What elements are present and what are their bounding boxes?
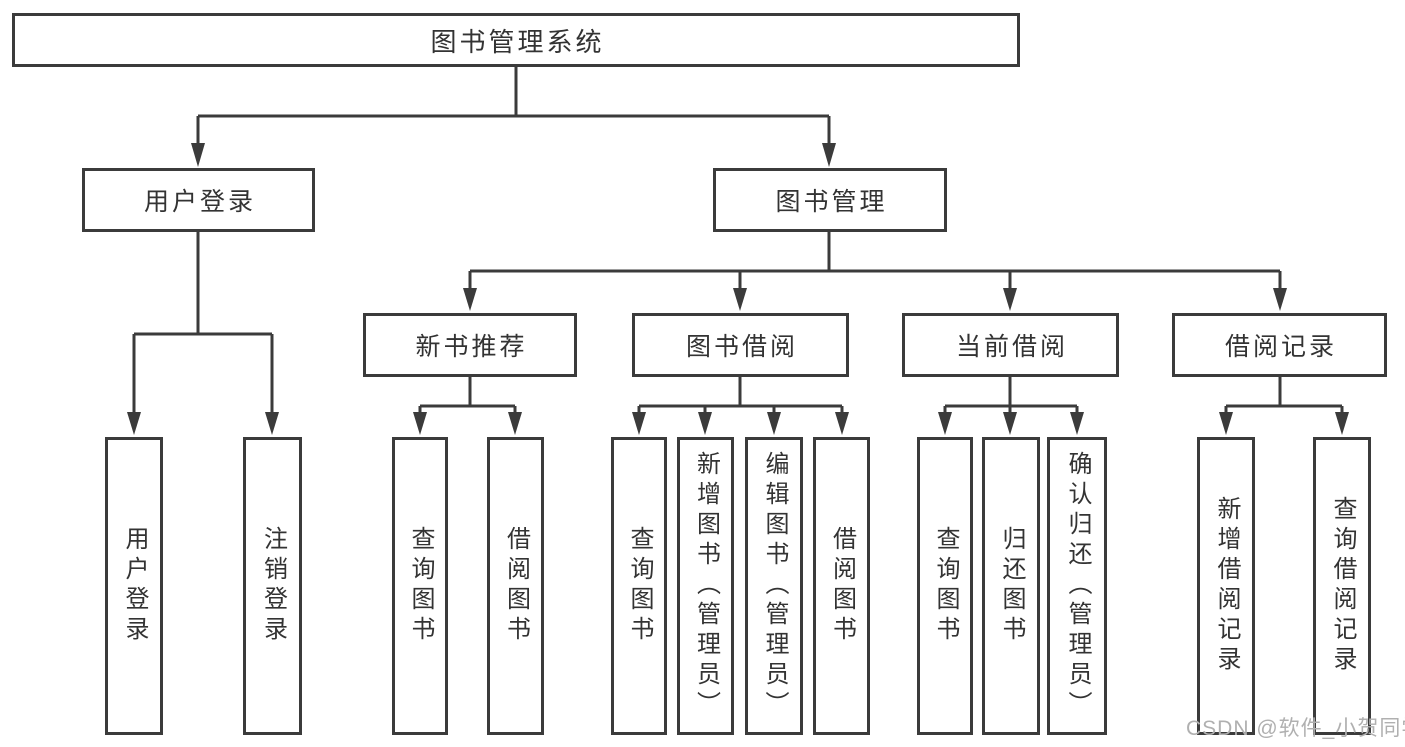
leaf-bb-borrow-books-label: 借阅图书 [828,526,856,646]
leaf-nr-borrow-books-label: 借阅图书 [502,526,530,646]
node-current-borrow: 当前借阅 [902,313,1119,377]
leaf-user-login-label: 用户登录 [121,526,148,646]
node-user-login: 用户登录 [82,168,315,232]
leaf-cb-query-books-label: 查询图书 [932,526,959,646]
leaf-bb-query-books-label: 查询图书 [626,526,653,646]
leaf-cb-query-books: 查询图书 [917,437,973,735]
leaf-bb-borrow-books: 借阅图书 [813,437,870,735]
leaf-bb-add-books-admin-label: 新增图书（管理员） [692,451,720,721]
leaf-cb-return-books: 归还图书 [982,437,1040,735]
leaf-logout: 注销登录 [243,437,302,735]
leaf-bb-add-books-admin: 新增图书（管理员） [677,437,734,735]
node-book-management: 图书管理 [713,168,947,232]
leaf-cb-return-books-label: 归还图书 [998,526,1025,646]
node-new-book-recommend: 新书推荐 [363,313,577,377]
node-borrow-records: 借阅记录 [1172,313,1387,377]
leaf-nr-borrow-books: 借阅图书 [487,437,544,735]
leaf-cb-confirm-return-admin-label: 确认归还（管理员） [1064,451,1091,721]
node-book-borrow: 图书借阅 [632,313,849,377]
leaf-nr-query-books: 查询图书 [392,437,448,735]
watermark: CSDN @软件_小贺同学 [1186,717,1405,740]
leaf-bb-query-books: 查询图书 [611,437,667,735]
leaf-br-add-record-label: 新增借阅记录 [1213,496,1240,676]
root-node: 图书管理系统 [12,13,1020,67]
leaf-br-query-record-label: 查询借阅记录 [1329,496,1356,676]
leaf-logout-label: 注销登录 [259,526,287,646]
leaf-nr-query-books-label: 查询图书 [407,526,434,646]
leaf-bb-edit-books-admin: 编辑图书（管理员） [745,437,803,735]
leaf-cb-confirm-return-admin: 确认归还（管理员） [1047,437,1107,735]
leaf-bb-edit-books-admin-label: 编辑图书（管理员） [761,451,788,721]
leaf-user-login: 用户登录 [105,437,163,735]
leaf-br-add-record: 新增借阅记录 [1197,437,1255,735]
leaf-br-query-record: 查询借阅记录 [1313,437,1371,735]
